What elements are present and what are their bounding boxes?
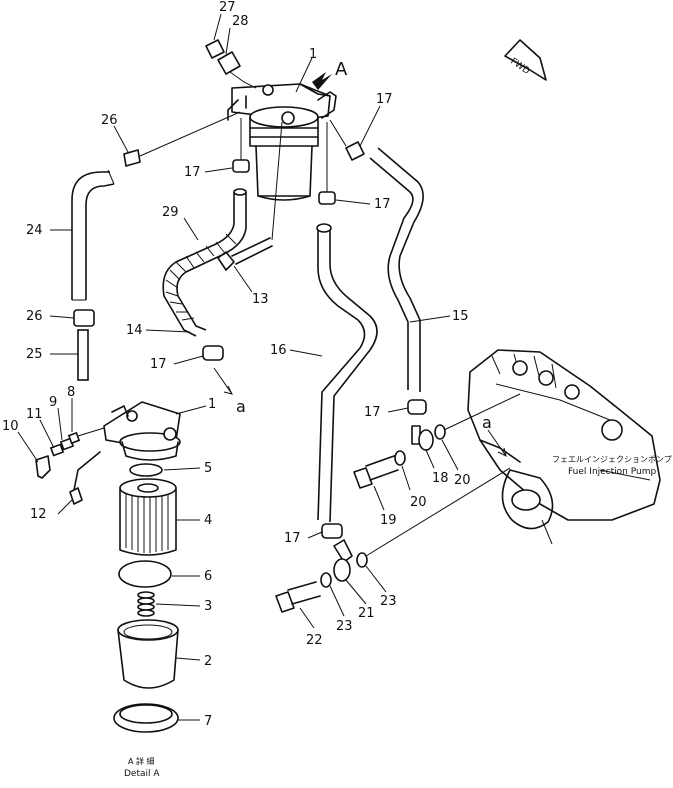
caps-27-28 — [205, 39, 257, 89]
callout-11: 11 — [26, 407, 43, 422]
bolt-12 — [69, 451, 101, 505]
washer-23-a — [320, 572, 332, 588]
spring-3 — [137, 591, 155, 617]
view-a-arrow — [312, 72, 332, 90]
clamp-26-lower — [73, 309, 95, 327]
detail-label-en: Detail A — [124, 769, 160, 779]
pump-label-jp: フェエルインジェクションポンプ — [552, 455, 672, 464]
pipe-25 — [77, 329, 89, 381]
callout-a-left: a — [236, 397, 246, 416]
bolt-19 — [353, 455, 399, 489]
callout-18: 18 — [432, 471, 449, 486]
callout-4: 4 — [204, 513, 212, 528]
filter-bowl-2 — [117, 619, 179, 689]
callout-a-top: A — [335, 59, 348, 80]
callout-26-a: 26 — [101, 113, 118, 128]
callout-1-detail: 1 — [208, 397, 216, 412]
o-ring-5 — [129, 463, 163, 477]
hose-24 — [71, 171, 110, 300]
clamp-17-right-lower — [407, 399, 427, 415]
washer-23-b — [356, 552, 368, 568]
detail-label-jp: A 詳 細 — [128, 756, 155, 766]
bolt-22 — [275, 581, 321, 613]
callout-17-c: 17 — [374, 197, 391, 212]
fittings-8-11 — [35, 427, 105, 479]
clamp-17-right — [318, 191, 336, 205]
callout-23-b: 23 — [336, 619, 353, 634]
callout-24: 24 — [26, 223, 43, 238]
o-ring-6 — [118, 560, 172, 588]
clamp-26-top — [123, 111, 241, 167]
callout-17-a: 17 — [376, 92, 393, 107]
callout-13: 13 — [252, 292, 269, 307]
callout-10: 10 — [2, 419, 19, 434]
bolt-13 — [217, 121, 283, 271]
callout-26-b: 26 — [26, 309, 43, 324]
callout-labels: 27 28 1 A 17 26 17 17 29 24 13 15 26 14 … — [2, 0, 492, 729]
banjo-21 — [333, 539, 353, 582]
callout-1-top: 1 — [309, 47, 317, 62]
callout-19: 19 — [380, 513, 397, 528]
fuel-injection-pump — [467, 349, 661, 545]
forward-direction-indicator: FWD — [504, 39, 547, 81]
callout-23-a: 23 — [380, 594, 397, 609]
pump-label-en: Fuel Injection Pump — [568, 467, 656, 477]
callout-a-right: a — [482, 413, 492, 432]
clamp-17-bottom — [321, 523, 343, 539]
callout-12: 12 — [30, 507, 47, 522]
clamp-17-top-right — [329, 119, 365, 161]
callout-27: 27 — [219, 0, 236, 15]
callout-28: 28 — [232, 14, 249, 29]
clamp-17-mid — [202, 345, 224, 361]
callout-20-a: 20 — [454, 473, 471, 488]
hose-15 — [369, 147, 424, 392]
fuel-filter-assembly-top — [227, 83, 337, 201]
callout-25: 25 — [26, 347, 43, 362]
callout-20-b: 20 — [410, 495, 427, 510]
callout-15: 15 — [452, 309, 469, 324]
washer-20-a — [394, 450, 406, 466]
callout-3: 3 — [204, 599, 212, 614]
ring-nut-7 — [113, 703, 179, 733]
callout-6: 6 — [204, 569, 212, 584]
banjo-18 — [411, 425, 434, 451]
callout-17-e: 17 — [364, 405, 381, 420]
callout-29: 29 — [162, 205, 179, 220]
filter-element-4 — [119, 478, 177, 556]
callout-17-f: 17 — [284, 531, 301, 546]
connection-a-left-arrow — [213, 367, 233, 395]
filter-head-detail — [103, 401, 181, 461]
fwd-label: FWD — [508, 57, 531, 77]
hose-16 — [316, 223, 378, 523]
connection-a-right-arrow — [487, 429, 507, 457]
washer-20-b — [434, 424, 446, 440]
clamp-17-left — [232, 159, 250, 173]
callout-2: 2 — [204, 654, 212, 669]
callout-7: 7 — [204, 714, 212, 729]
callout-14: 14 — [126, 323, 143, 338]
leader-lines — [17, 13, 459, 721]
callout-17-d: 17 — [150, 357, 167, 372]
callout-16: 16 — [270, 343, 287, 358]
callout-22: 22 — [306, 633, 323, 648]
callout-8: 8 — [67, 385, 75, 400]
callout-9: 9 — [49, 395, 57, 410]
callout-21: 21 — [358, 606, 375, 621]
hose-14-29 — [162, 188, 247, 337]
callout-5: 5 — [204, 461, 212, 476]
callout-17-b: 17 — [184, 165, 201, 180]
